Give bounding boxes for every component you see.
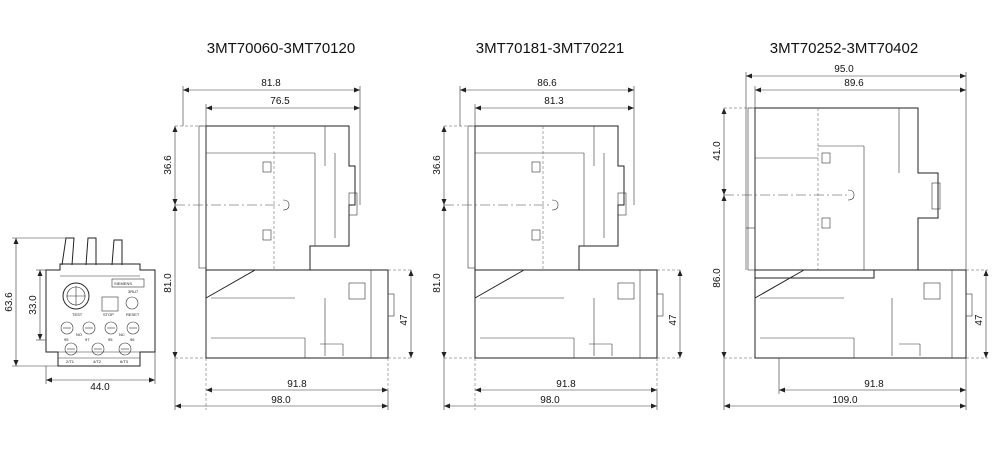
dim-total-depth-3: 109.0 — [832, 395, 857, 406]
dim-relay-depth-1: 91.8 — [287, 379, 307, 390]
side-view-2-outline — [443, 125, 681, 411]
dim-width-outer-2: 86.6 — [537, 78, 557, 89]
dim-total-height-1: 81.0 — [163, 273, 174, 293]
dim-relay-depth-3: 91.8 — [864, 379, 884, 390]
dim-front-width: 44.0 — [90, 382, 110, 393]
no-label: NO — [76, 332, 82, 337]
dim-total-height-2: 81.0 — [432, 273, 443, 293]
terminal-t2-label: 4/T2 — [93, 359, 102, 364]
dim-total-depth-2: 98.0 — [540, 395, 560, 406]
side-view-3: 3MT70252-3MT70402 95.0 89.6 41.0 86.0 47… — [712, 40, 989, 410]
front-view: SIEMENS 3RU7 TEST STOP RESET 95 97 95 96… — [4, 237, 156, 393]
dim-width-outer-3: 95.0 — [834, 64, 854, 75]
dim-relay-height-1: 47 — [399, 314, 410, 326]
view-title-2: 3MT70181-3MT70221 — [476, 40, 624, 57]
side-view-1-outline — [174, 125, 412, 411]
view-title-1: 3MT70060-3MT70120 — [207, 40, 355, 57]
terminal-95b-label: 95 — [108, 337, 113, 342]
terminal-t1-label: 2/T1 — [66, 359, 75, 364]
dim-total-depth-1: 98.0 — [271, 395, 291, 406]
terminal-t3-label: 6/T3 — [120, 359, 129, 364]
reset-label: RESET — [126, 312, 140, 317]
dim-front-upper-height: 33.0 — [28, 295, 39, 315]
dim-relay-height-2: 47 — [668, 314, 679, 326]
nc-label: NC — [119, 332, 125, 337]
dim-contactor-height-3: 41.0 — [712, 141, 723, 161]
brand-label: SIEMENS — [114, 281, 132, 286]
dim-width-inner-1: 76.5 — [270, 96, 290, 107]
dim-width-outer-1: 81.8 — [261, 78, 281, 89]
terminal-96-label: 96 — [130, 337, 135, 342]
side-view-1: 3MT70060-3MT70120 81.8 76.5 36.6 81.0 47… — [163, 40, 414, 411]
side-view-2: 3MT70181-3MT70221 86.6 81.3 36.6 81.0 47… — [432, 40, 683, 411]
dim-relay-depth-2: 91.8 — [556, 379, 576, 390]
dim-width-inner-3: 89.6 — [844, 78, 864, 89]
dim-contactor-height-1: 36.6 — [163, 155, 174, 175]
terminal-97-label: 97 — [85, 337, 90, 342]
model-label: 3RU7 — [128, 289, 139, 294]
adjustment-dial — [62, 282, 90, 310]
dim-total-height-3: 86.0 — [712, 268, 723, 288]
dim-relay-height-3: 47 — [974, 314, 985, 326]
stop-label: STOP — [103, 312, 114, 317]
test-label: TEST — [72, 312, 83, 317]
terminal-95-label: 95 — [64, 337, 69, 342]
view-title-3: 3MT70252-3MT70402 — [770, 40, 918, 57]
dim-front-total-height: 63.6 — [4, 292, 15, 312]
dim-width-inner-2: 81.3 — [544, 96, 564, 107]
dim-contactor-height-2: 36.6 — [432, 155, 443, 175]
